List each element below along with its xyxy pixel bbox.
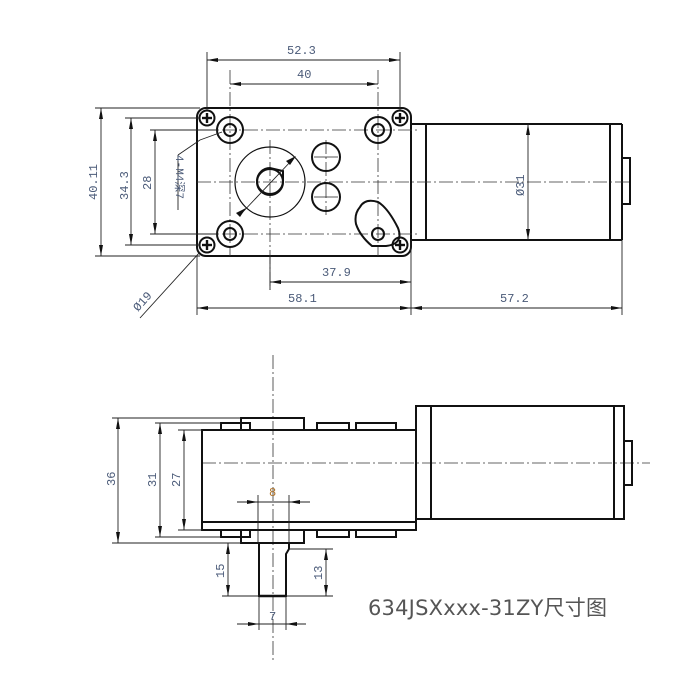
dim-15: 15	[214, 564, 228, 578]
dim-57-2: 57.2	[500, 292, 529, 306]
dim-8: 8	[269, 486, 276, 500]
motor-body-top	[411, 123, 631, 241]
dim-52-3: 52.3	[287, 44, 316, 58]
dim-7: 7	[269, 610, 276, 624]
dim-40: 40	[297, 68, 311, 82]
motor-body-side	[415, 405, 625, 520]
dim-34-3: 34.3	[118, 171, 132, 200]
dim-13: 13	[312, 566, 326, 580]
dim-36: 36	[105, 472, 119, 486]
boss-diameter-label: Ø19	[131, 289, 156, 314]
dim-37-9: 37.9	[322, 266, 351, 280]
gearbox-body-side	[201, 429, 417, 531]
output-boss	[234, 146, 306, 218]
dim-27: 27	[170, 473, 184, 487]
output-shaft	[258, 543, 290, 597]
screw-icon	[391, 109, 409, 127]
dim-31: 31	[146, 473, 160, 487]
slotted-hole	[354, 199, 401, 247]
dim-58-1: 58.1	[288, 292, 317, 306]
top-view: Ø19 4-M4深7 52.3 40 40.11 34.3	[87, 44, 632, 319]
hole-callout-label: 4-M4深7	[172, 155, 186, 199]
side-view: 8 36 31 27 15 13	[105, 355, 650, 660]
motor-end-cap-side	[623, 440, 633, 486]
screw-icon	[198, 109, 216, 127]
dim-40-11: 40.11	[87, 164, 101, 200]
drawing-title: 634JSXxxx-31ZY尺寸图	[368, 596, 608, 620]
dim-28: 28	[141, 176, 155, 190]
motor-end-cap	[621, 157, 631, 205]
screw-icon	[391, 236, 409, 254]
dim-motor-diameter: Ø31	[514, 174, 528, 196]
screw-icon	[198, 236, 216, 254]
